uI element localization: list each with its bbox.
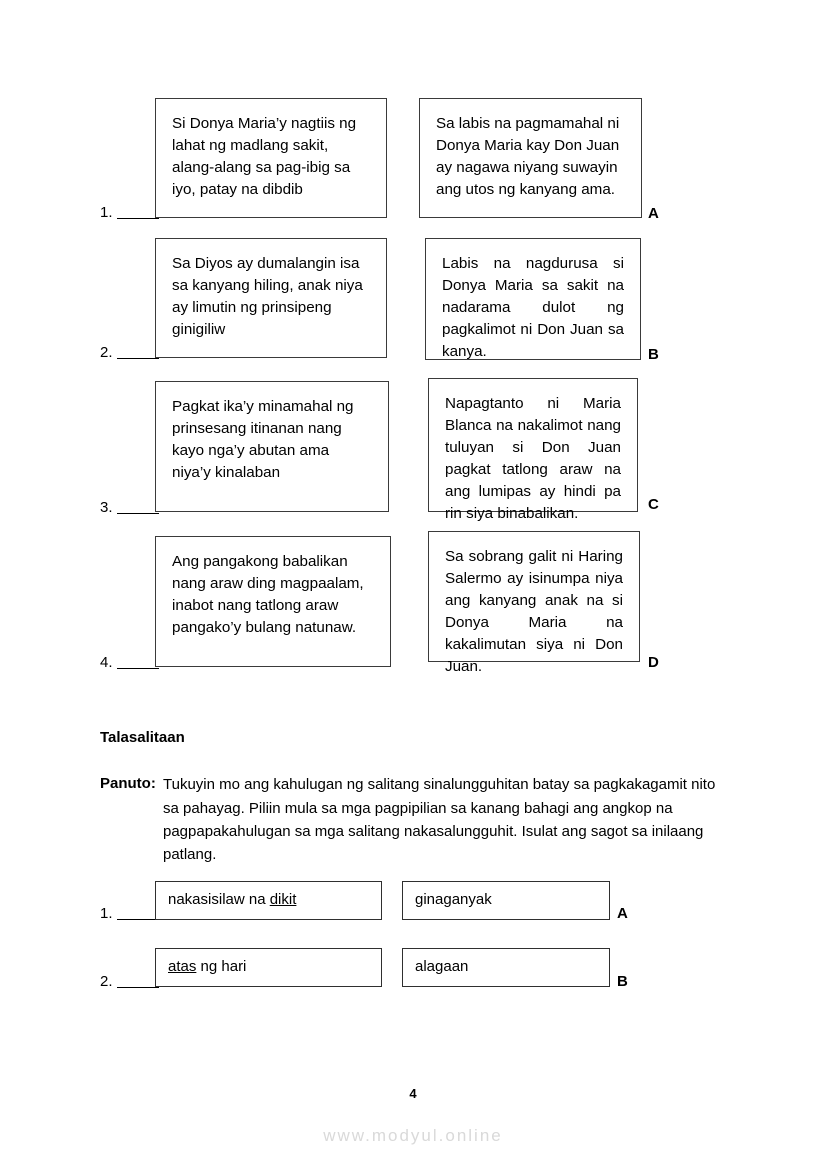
vocab-phrase-box-2: atas ng hari: [155, 948, 382, 987]
match-number-1: 1.: [100, 205, 159, 220]
match-number-3: 3.: [100, 500, 159, 515]
match-item-box-1: Si Donya Maria’y nagtiis ng lahat ng mad…: [155, 98, 387, 218]
match-item-text-2: Sa Diyos ay dumalangin isa sa kanyang hi…: [172, 255, 363, 339]
vocab-answer-blank-2[interactable]: [116, 987, 159, 988]
section-title-talasalitaan: Talasalitaan: [100, 729, 185, 746]
match-choice-box-a: Sa labis na pagmamahal ni Donya Maria ka…: [419, 98, 642, 218]
vocab-number-1: 1.: [100, 906, 159, 921]
match-item-text-4: Ang pangakong babalikan nang araw ding m…: [172, 553, 364, 637]
vocab-number-2: 2.: [100, 974, 159, 989]
vocab-choice-box-a: ginaganyak: [402, 881, 610, 920]
match-number-4: 4.: [100, 655, 159, 670]
match-item-text-3: Pagkat ika’y minamahal ng prinsesang iti…: [172, 398, 354, 482]
answer-blank-4[interactable]: [116, 668, 159, 669]
panuto-block: Panuto: Tukuyin mo ang kahulugan ng sali…: [100, 772, 720, 866]
page-number: 4: [409, 1086, 417, 1101]
vocab-choice-text-a: ginaganyak: [415, 891, 492, 908]
answer-blank-2[interactable]: [116, 358, 159, 359]
match-choice-text-d: Sa sobrang galit ni Haring Salermo ay is…: [445, 548, 623, 676]
match-choice-text-b: Labis na nagdurusa si Donya Maria sa sak…: [442, 255, 624, 361]
vocab-number-1-text: 1.: [100, 905, 113, 922]
vocab-choice-text-b: alagaan: [415, 958, 469, 975]
match-choice-text-a: Sa labis na pagmamahal ni Donya Maria ka…: [436, 115, 620, 199]
panuto-label: Panuto:: [100, 775, 156, 792]
match-number-1-text: 1.: [100, 204, 113, 221]
match-item-text-1: Si Donya Maria’y nagtiis ng lahat ng mad…: [172, 115, 357, 199]
vocab-choice-letter-b: B: [617, 973, 628, 990]
match-choice-box-b: Labis na nagdurusa si Donya Maria sa sak…: [425, 238, 641, 360]
match-choice-text-c: Napagtanto ni Maria Blanca na nakalimot …: [445, 395, 621, 523]
match-choice-letter-c: C: [648, 496, 659, 513]
answer-blank-3[interactable]: [116, 513, 159, 514]
match-item-box-4: Ang pangakong babalikan nang araw ding m…: [155, 536, 391, 667]
vocab-phrase-box-1: nakasisilaw na dikit: [155, 881, 382, 920]
vocab-phrase-2-after: ng hari: [196, 958, 247, 975]
watermark: www.modyul.online: [323, 1126, 503, 1145]
vocab-phrase-1-underlined: dikit: [269, 891, 297, 908]
match-choice-letter-a: A: [648, 205, 659, 222]
match-choice-letter-d: D: [648, 654, 659, 671]
match-item-box-3: Pagkat ika’y minamahal ng prinsesang iti…: [155, 381, 389, 512]
match-number-2: 2.: [100, 345, 159, 360]
match-choice-box-c: Napagtanto ni Maria Blanca na nakalimot …: [428, 378, 638, 522]
vocab-choice-letter-a: A: [617, 905, 628, 922]
vocab-number-2-text: 2.: [100, 973, 113, 990]
match-item-box-2: Sa Diyos ay dumalangin isa sa kanyang hi…: [155, 238, 387, 358]
match-number-2-text: 2.: [100, 344, 113, 361]
vocab-choice-box-b: alagaan: [402, 948, 610, 987]
match-choice-letter-b: B: [648, 346, 659, 363]
match-number-4-text: 4.: [100, 654, 113, 671]
vocab-answer-blank-1[interactable]: [116, 919, 159, 920]
vocab-phrase-2-underlined: atas: [168, 958, 197, 975]
vocab-phrase-1-before: nakasisilaw na: [168, 891, 270, 908]
match-choice-box-d: Sa sobrang galit ni Haring Salermo ay is…: [428, 531, 640, 675]
match-number-3-text: 3.: [100, 499, 113, 516]
answer-blank-1[interactable]: [116, 218, 159, 219]
panuto-text: Tukuyin mo ang kahulugan ng salitang sin…: [163, 776, 716, 863]
